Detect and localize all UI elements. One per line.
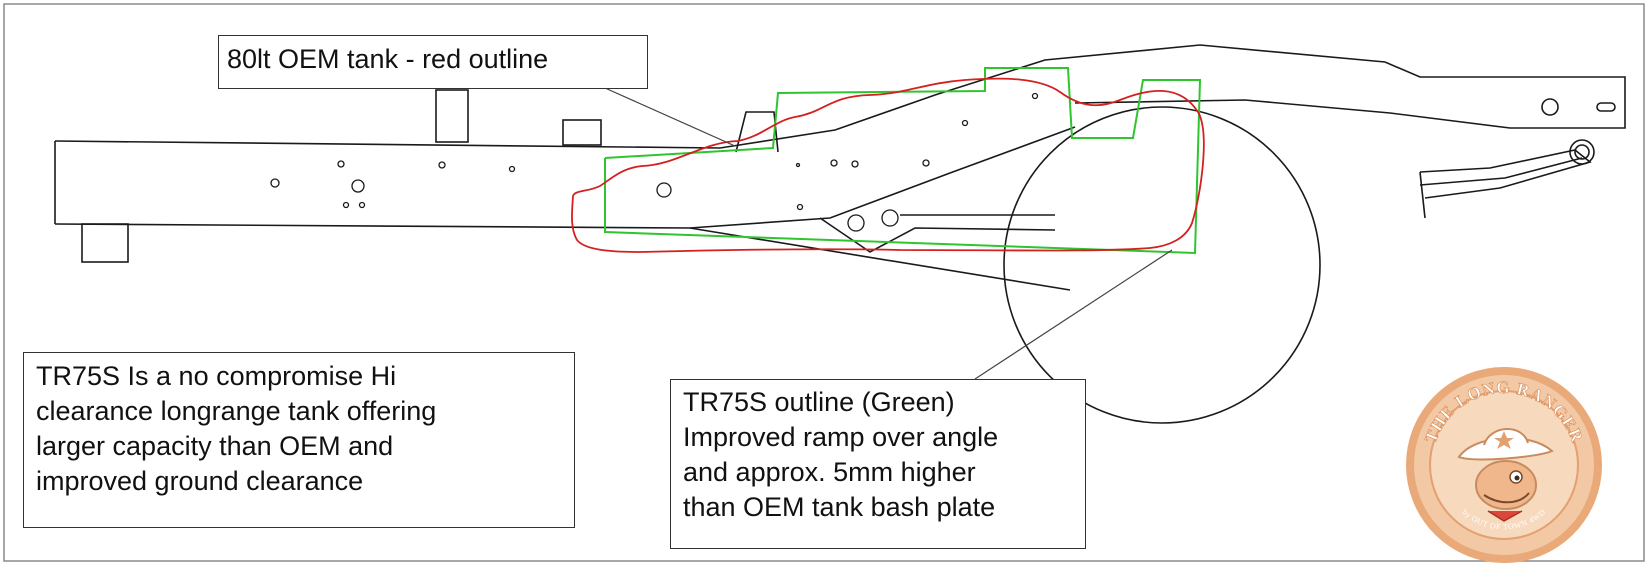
spring-eye bbox=[1569, 139, 1595, 165]
tr75s-outline-line: Improved ramp over angle bbox=[683, 422, 999, 452]
tr75s-description-line: TR75S Is a no compromise Hi bbox=[36, 361, 397, 391]
frame-hole bbox=[1031, 92, 1039, 100]
frame-hole bbox=[337, 160, 345, 168]
frame-lower-brace bbox=[689, 227, 1071, 291]
frame-hole bbox=[342, 201, 350, 209]
frame-hole bbox=[358, 201, 366, 209]
spring-shackle bbox=[1419, 171, 1426, 219]
tr75s-description-line: improved ground clearance bbox=[36, 466, 364, 496]
frame-hole bbox=[351, 179, 365, 193]
frame-bracket-top-3 bbox=[735, 111, 779, 153]
tr75s-description-line: larger capacity than OEM and bbox=[36, 431, 394, 461]
tr75s-outline-line: than OEM tank bash plate bbox=[683, 492, 996, 522]
spring-upper bbox=[1419, 149, 1592, 199]
frame-inner-brace bbox=[819, 217, 1056, 253]
spring-eye-inner bbox=[1574, 144, 1590, 160]
frame-hole bbox=[796, 203, 804, 211]
tr75s-outline-line: TR75S outline (Green) bbox=[683, 387, 955, 417]
tr75s-leader-line bbox=[974, 249, 1173, 380]
tr75s-tank-outline bbox=[604, 67, 1202, 255]
frame-bracket-top-1 bbox=[435, 89, 469, 143]
oem-tank-label: 80lt OEM tank - red outline bbox=[218, 35, 648, 89]
frame-hole bbox=[795, 162, 801, 168]
frame-hole bbox=[656, 182, 672, 198]
tr75s-description-box: TR75S Is a no compromise Hi clearance lo… bbox=[23, 352, 575, 528]
frame-hole-rear-1 bbox=[1541, 98, 1559, 116]
frame-hole bbox=[508, 165, 516, 173]
tr75s-outline-box: TR75S outline (Green) Improved ramp over… bbox=[670, 379, 1086, 549]
frame-hole bbox=[881, 209, 899, 227]
logo-hat-icon bbox=[1457, 437, 1554, 461]
frame-kickup-lower bbox=[689, 126, 1076, 229]
chassis-frame bbox=[54, 44, 1626, 291]
frame-rail-bottom bbox=[54, 223, 691, 229]
rear-wheel bbox=[1003, 106, 1321, 424]
oem-leader-line bbox=[604, 87, 736, 147]
oem-tank-label-text: 80lt OEM tank - red outline bbox=[227, 44, 549, 74]
frame-holes bbox=[270, 92, 1039, 232]
frame-kickup-top bbox=[719, 44, 1626, 149]
frame-hole bbox=[830, 159, 838, 167]
diagram-border bbox=[3, 3, 1645, 562]
frame-hole bbox=[438, 161, 446, 169]
frame-rail-top bbox=[54, 140, 721, 149]
frame-hole bbox=[847, 214, 865, 232]
spring-lower bbox=[1419, 157, 1583, 186]
frame-hole bbox=[851, 160, 859, 168]
frame-bracket-bottom bbox=[81, 223, 129, 263]
long-ranger-logo: THE LONG RANGER by OUT OF TOWN 4WD bbox=[1406, 367, 1602, 563]
frame-hole bbox=[922, 159, 930, 167]
frame-slot-rear bbox=[1596, 102, 1616, 112]
frame-hole bbox=[270, 178, 280, 188]
tr75s-outline-line: and approx. 5mm higher bbox=[683, 457, 976, 487]
frame-hole bbox=[961, 119, 969, 127]
tr75s-description-line: clearance longrange tank offering bbox=[36, 396, 437, 426]
frame-bracket-top-2 bbox=[562, 119, 602, 146]
